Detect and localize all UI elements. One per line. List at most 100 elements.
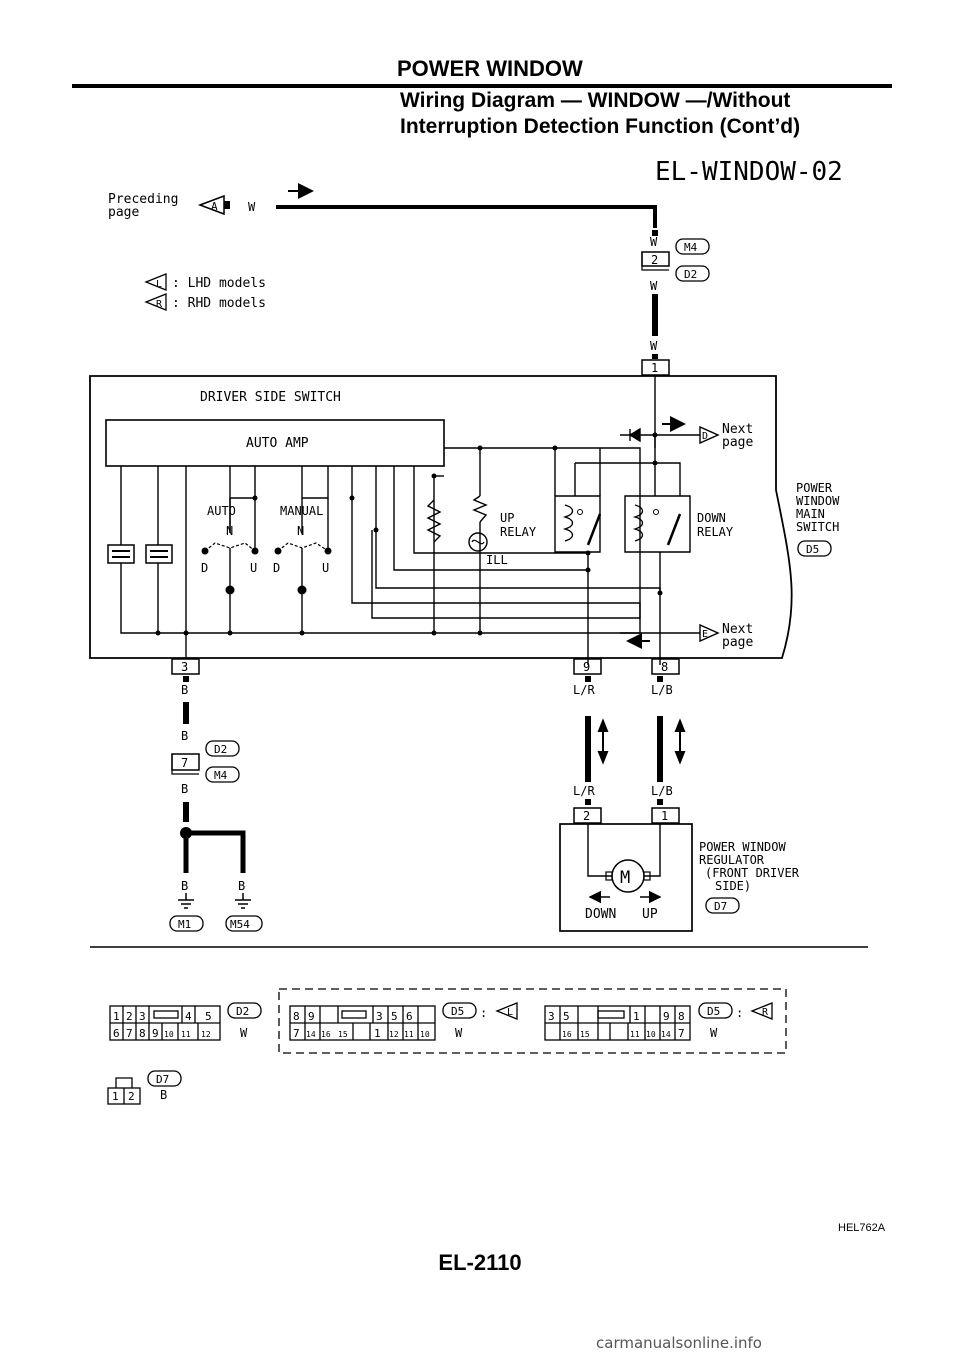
- main-switch-label-4: SWITCH: [796, 520, 839, 534]
- connector-view-d7: [107, 1077, 141, 1105]
- d2-pin-10: 10: [164, 1030, 174, 1039]
- d7-view-color: B: [160, 1088, 167, 1102]
- d5r-pin-10: 10: [646, 1030, 656, 1039]
- d5r-pin-8: 8: [678, 1010, 685, 1023]
- d5r-pin-11: 11: [630, 1030, 640, 1039]
- connector-view-d2: [109, 1005, 221, 1041]
- d5-rhd-colon: :: [736, 1006, 743, 1020]
- connector-pin-1-switch: 1: [641, 359, 670, 376]
- d5l-pin-11: 11: [404, 1030, 414, 1039]
- diode: [628, 427, 641, 443]
- d5r-pin-15: 15: [580, 1030, 590, 1039]
- connector-view-d5-lhd: [289, 1005, 436, 1041]
- d2-pin-1: 1: [113, 1010, 120, 1023]
- tag-r-view-text: R: [762, 1007, 769, 1018]
- d5-lhd-colon: :: [480, 1006, 487, 1020]
- connector-badge-d7: D7: [705, 897, 740, 914]
- subtitle-line-2: Interruption Detection Function (Cont’d): [400, 115, 801, 138]
- up-relay-contact: [586, 513, 602, 546]
- auto-amp-label: AUTO AMP: [246, 436, 309, 451]
- connector-pin-1-regulator: 1: [651, 807, 680, 824]
- wire-color-w-4: W: [650, 339, 658, 353]
- legend-lhd-text: : LHD models: [172, 276, 266, 291]
- legend-tag-l-view: L: [495, 1002, 518, 1020]
- d5l-pin-8: 8: [293, 1010, 300, 1023]
- wire-color-w-2: W: [650, 235, 658, 249]
- tag-a-text: A: [211, 200, 218, 213]
- connector-badge-d2-top: D2: [675, 265, 710, 282]
- badge-d5-rhd-text: D5: [707, 1005, 720, 1018]
- wire-color-b-1: B: [181, 683, 188, 697]
- wire-color-lr-2: L/R: [573, 784, 595, 798]
- d5l-pin-6: 6: [406, 1010, 413, 1023]
- wire-color-b-5: B: [238, 879, 245, 893]
- legend-lhd-tag: L: [156, 279, 162, 290]
- down-relay-label-2: RELAY: [697, 525, 734, 539]
- d2-pin-6: 6: [113, 1027, 120, 1040]
- next-page-e-2: page: [722, 635, 753, 650]
- connector-badge-d2-bottom: D2: [205, 740, 240, 757]
- badge-d2-view-text: D2: [236, 1005, 249, 1018]
- d5l-pin-15: 15: [338, 1030, 348, 1039]
- diagram-subtitle: Wiring Diagram — WINDOW —/Without Interr…: [400, 88, 800, 140]
- badge-d5-lhd-text: D5: [451, 1005, 464, 1018]
- manual-d-label: D: [273, 561, 280, 575]
- legend-rhd: R : RHD models: [144, 293, 266, 311]
- d2-pin-3: 3: [139, 1010, 146, 1023]
- tag-d-text: D: [702, 431, 708, 442]
- pin-1-switch-text: 1: [651, 361, 658, 375]
- d7-pin-1: 1: [112, 1090, 119, 1103]
- badge-d7-text: D7: [714, 900, 727, 913]
- connector-tag-e: E: [699, 623, 720, 643]
- main-switch-label-2: WINDOW: [796, 494, 840, 508]
- connector-view-d5-rhd: [544, 1005, 691, 1041]
- down-relay-coil: [632, 504, 644, 542]
- junction-dots: [155, 432, 663, 636]
- auto-d-label: D: [201, 561, 208, 575]
- up-relay-label-2: RELAY: [500, 525, 537, 539]
- d2-pin-5: 5: [205, 1010, 212, 1023]
- wire-color-b-4: B: [181, 879, 188, 893]
- down-relay-contact: [666, 513, 682, 546]
- badge-m4-top-text: M4: [684, 241, 698, 254]
- connector-badge-m54: M54: [225, 915, 263, 932]
- next-page-d-1: Next: [722, 422, 753, 437]
- d5l-pin-5: 5: [391, 1010, 398, 1023]
- connector-view-d5-rhd-pins: 3 5 1 9 8 16 15 11 10 14 7: [548, 1010, 685, 1040]
- wire-color-b-3: B: [181, 782, 188, 796]
- d2-pin-4: 4: [185, 1010, 192, 1023]
- switch-box: [89, 375, 793, 659]
- auto-u-label: U: [250, 561, 257, 575]
- switch-title: DRIVER SIDE SWITCH: [200, 390, 341, 405]
- resistor-2: [472, 495, 488, 523]
- watermark[interactable]: carmanualsonline.info: [596, 1334, 762, 1352]
- pin-9-text: 9: [583, 660, 590, 674]
- ill-lamp: [468, 532, 488, 552]
- connector-badge-m1: M1: [169, 915, 204, 932]
- manual-n-label: N: [297, 524, 304, 538]
- d7-pin-2: 2: [128, 1090, 135, 1103]
- connector-tag-a: A: [197, 194, 230, 216]
- d5l-pin-9: 9: [308, 1010, 315, 1023]
- ground-symbols: [178, 893, 251, 909]
- d5r-pin-3: 3: [548, 1010, 555, 1023]
- left-component-2: [145, 544, 173, 564]
- connector-badge-d2-view: D2: [227, 1002, 262, 1019]
- bidirectional-arrow-lr: [597, 718, 609, 765]
- pin-2-top-text: 2: [651, 253, 658, 267]
- d5r-pin-5: 5: [563, 1010, 570, 1023]
- wire-color-w-1: W: [248, 200, 256, 214]
- tag-l-view-text: L: [507, 1007, 513, 1018]
- subtitle-line-1: Wiring Diagram — WINDOW —/Without: [400, 89, 791, 112]
- auto-amp-block: [105, 419, 445, 467]
- down-relay-label-1: DOWN: [697, 511, 726, 525]
- manual-switch-label: MANUAL: [280, 504, 323, 518]
- connector-pin-3: 3: [171, 658, 200, 675]
- legend-rhd-tag: R: [156, 299, 163, 310]
- auto-n-label: N: [226, 524, 233, 538]
- manual-switch-contacts: [274, 542, 332, 595]
- d2-pin-2: 2: [126, 1010, 133, 1023]
- d5l-pin-1: 1: [374, 1027, 381, 1040]
- d5l-pin-16: 16: [321, 1030, 331, 1039]
- d2-pin-11: 11: [181, 1030, 191, 1039]
